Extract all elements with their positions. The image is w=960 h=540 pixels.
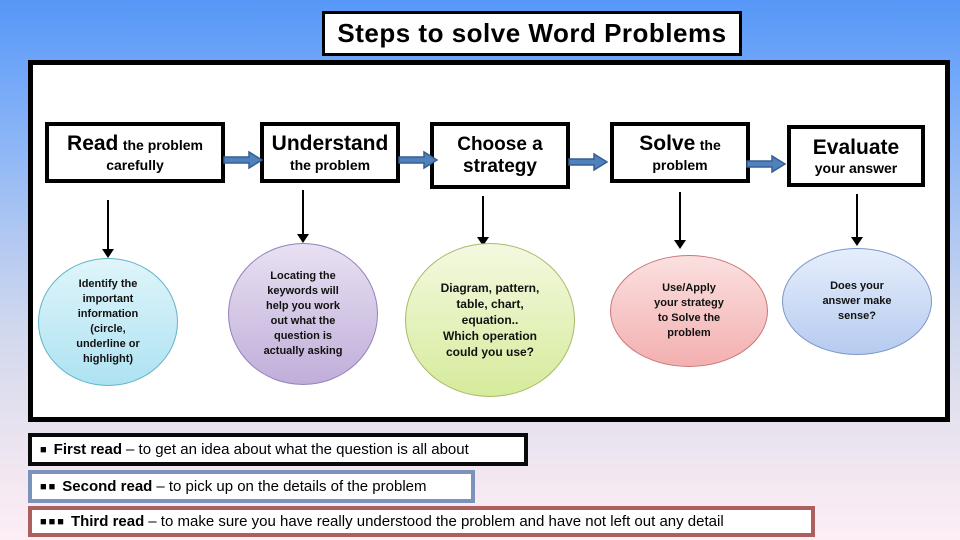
square-bullet-icon: ■■■ (40, 515, 66, 528)
step-read-rest: the problem (122, 137, 203, 154)
down-arrow-icon (477, 196, 489, 246)
step-understand-word: Understand (271, 132, 389, 156)
step-box-solve-line1: Solve the (639, 132, 720, 156)
square-bullet-icon: ■■ (40, 480, 58, 493)
slide-title-text: Steps to solve Word Problems (337, 18, 727, 48)
step-solve-rest: the (699, 137, 721, 154)
note-first-read: ■ First read – to get an idea about what… (28, 433, 528, 466)
note-third-read-text: – to make sure you have really understoo… (148, 513, 724, 530)
right-arrow-icon (568, 152, 608, 172)
note-third-read: ■■■ Third read – to make sure you have r… (28, 506, 815, 537)
step-evaluate-line2: your answer (814, 160, 898, 177)
step-box-solve: Solve the problem (610, 122, 750, 183)
square-bullet-icon: ■ (40, 443, 49, 456)
bubble-evaluate-detail: Does your answer make sense? (782, 248, 932, 355)
step-read-word: Read (67, 132, 119, 156)
step-box-understand: Understand the problem (260, 122, 400, 183)
right-arrow-icon (223, 150, 263, 170)
note-third-read-label: Third read (70, 513, 145, 530)
right-arrow-icon (398, 150, 438, 170)
slide-title: Steps to solve Word Problems (322, 11, 742, 56)
step-read-line2: carefully (106, 156, 164, 173)
note-first-read-text: – to get an idea about what the question… (126, 441, 469, 458)
step-understand-line2: the problem (289, 156, 371, 173)
bubble-read-detail: Identify the important information (circ… (38, 258, 178, 386)
step-solve-word: Solve (639, 132, 696, 156)
bubble-choose-detail: Diagram, pattern, table, chart, equation… (405, 243, 575, 397)
step-box-evaluate: Evaluate your answer (787, 125, 925, 187)
bubble-understand-detail: Locating the keywords will help you work… (228, 243, 378, 385)
down-arrow-icon (674, 192, 686, 249)
down-arrow-icon (297, 190, 309, 243)
right-arrow-icon (746, 154, 786, 174)
note-second-read-text: – to pick up on the details of the probl… (156, 478, 427, 495)
step-box-read-line1: Read the problem (67, 132, 203, 156)
step-evaluate-word: Evaluate (812, 135, 900, 159)
step-box-read: Read the problem carefully (45, 122, 225, 183)
step-solve-line2: problem (652, 156, 708, 173)
down-arrow-icon (102, 200, 114, 258)
step-choose-word: Choose a (457, 133, 543, 155)
step-box-choose: Choose a strategy (430, 122, 570, 189)
note-first-read-label: First read (53, 441, 123, 458)
bubble-solve-detail: Use/Apply your strategy to Solve the pro… (610, 255, 768, 367)
step-choose-line2: strategy (463, 155, 537, 177)
note-second-read-label: Second read (62, 478, 153, 495)
note-second-read: ■■ Second read – to pick up on the detai… (28, 470, 475, 503)
down-arrow-icon (851, 194, 863, 246)
